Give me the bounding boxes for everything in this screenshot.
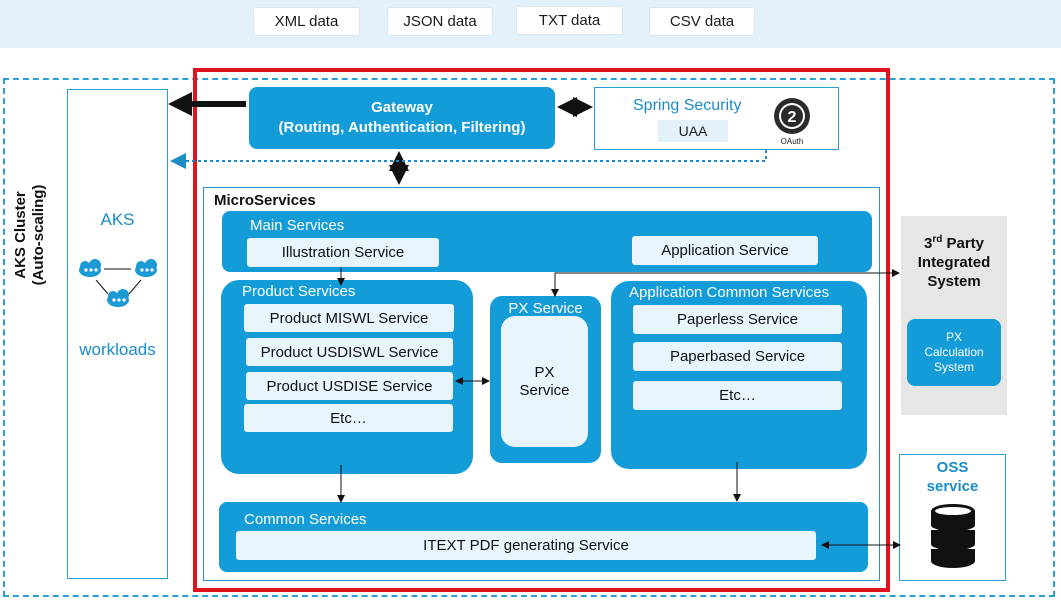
spring-to-aks-dotted — [170, 150, 767, 169]
px-service-title: PX Service — [508, 300, 583, 317]
px-inner-line2: Service — [519, 381, 570, 399]
main-services-title: Main Services — [250, 217, 345, 234]
px-inner-line1: PX — [534, 363, 555, 381]
aks-subtitle: workloads — [79, 340, 156, 359]
px-calc-line2: Calculation — [924, 345, 984, 359]
third-party-sup: rd — [932, 234, 943, 245]
common-services-title: Common Services — [244, 511, 367, 528]
gateway-subtitle: (Routing, Authentication, Filtering) — [278, 119, 526, 136]
database-icon — [930, 504, 976, 568]
aks-cluster-frame — [3, 78, 1055, 597]
json-data-box: JSON data — [387, 7, 493, 36]
microservices-title: MicroServices — [214, 192, 316, 209]
app-to-px-line — [551, 269, 900, 297]
third-party-title: 3rd Party Integrated System — [901, 230, 1007, 291]
illustration-service: Illustration Service — [247, 238, 439, 267]
third-party-rest: Party — [942, 235, 985, 252]
highlight-frame — [193, 68, 890, 592]
px-calc-line1: PX — [945, 330, 962, 344]
third-party-num: 3 — [923, 235, 933, 252]
aks-workloads-box — [67, 89, 168, 579]
product-services-title: Product Services — [242, 283, 356, 300]
third-party-line2: Integrated — [917, 254, 991, 271]
uaa-box: UAA — [658, 120, 728, 142]
product-usdiswl-service: Product USDISWL Service — [246, 338, 453, 366]
gateway-title: Gateway — [371, 99, 433, 116]
oauth-number: 2 — [788, 109, 797, 126]
product-miswl-service: Product MISWL Service — [244, 304, 454, 332]
paperless-service: Paperless Service — [633, 305, 842, 334]
txt-data-box: TXT data — [516, 6, 623, 35]
spring-security-title: Spring Security — [633, 97, 742, 114]
product-etc: Etc… — [244, 404, 453, 432]
paperbased-service: Paperbased Service — [633, 342, 842, 371]
product-usdise-service: Product USDISE Service — [246, 372, 453, 400]
oauth-icon: 2 OAuth — [774, 98, 810, 146]
xml-data-box: XML data — [253, 7, 360, 36]
spring-security-box: Spring Security UAA 2 OAuth — [594, 87, 839, 150]
px-calc-line3: System — [933, 360, 974, 374]
application-service: Application Service — [632, 236, 818, 265]
oss-line1: OSS — [936, 459, 969, 476]
oauth-label: OAuth — [781, 137, 804, 146]
px-service-inner: PX Service — [501, 316, 588, 447]
itext-pdf-service: ITEXT PDF generating Service — [236, 531, 816, 560]
px-calculation-system: PX Calculation System — [907, 319, 1001, 386]
app-common-etc: Etc… — [633, 381, 842, 410]
gateway-box: Gateway (Routing, Authentication, Filter… — [249, 87, 555, 149]
csv-data-box: CSV data — [649, 7, 755, 36]
oss-title: OSS service — [899, 458, 1006, 496]
oss-line2: service — [926, 478, 979, 495]
third-party-line3: System — [927, 273, 981, 290]
aks-title: AKS — [100, 210, 135, 229]
